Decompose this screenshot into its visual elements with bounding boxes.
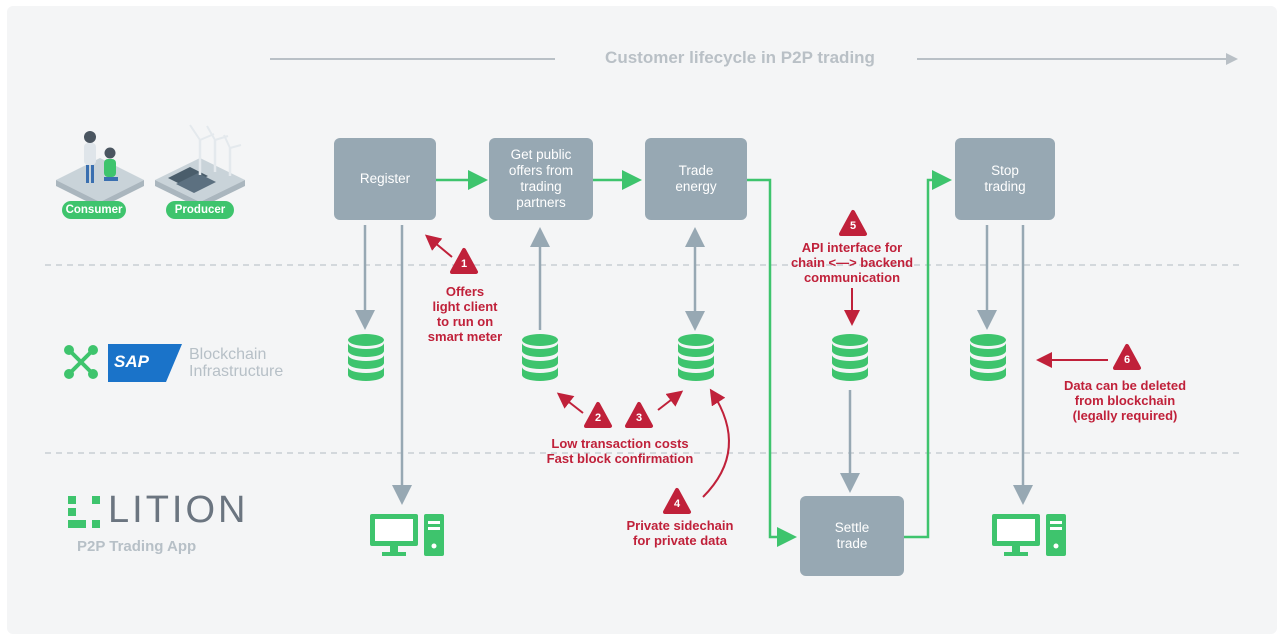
computer-app-icon — [992, 514, 1066, 556]
blockchain-lane-label: Blockchain Infrastructure — [189, 346, 284, 380]
blockchain-database-icon — [970, 334, 1006, 381]
badge-6-number: 6 — [1123, 354, 1131, 366]
annotation-5-text: API interface for chain <—> backend comm… — [790, 240, 914, 285]
step-register: Register — [334, 138, 436, 220]
producer-illustration-icon — [155, 124, 245, 208]
sap-logo-text: SAP — [114, 352, 149, 371]
step-trade-energy: Trade energy — [645, 138, 747, 220]
timeline-arrowhead — [1226, 53, 1238, 65]
badge-5-number: 5 — [849, 220, 857, 232]
consumer-label: Consumer — [62, 201, 126, 219]
blockchain-database-icon — [832, 334, 868, 381]
annotation-4-text: Private sidechain for private data — [626, 518, 734, 548]
diagram-title: Customer lifecycle in P2P trading — [605, 48, 875, 67]
warning-badge-4-icon — [663, 488, 691, 514]
lition-logo-icon — [68, 496, 100, 528]
app-lane-label: P2P Trading App — [77, 538, 197, 555]
flow-settle-to-stop — [904, 170, 952, 539]
annotation-1-text: Offers light client to run on smart mete… — [427, 284, 503, 344]
annotation-2-arrow — [556, 392, 584, 414]
blockchain-database-icon — [522, 334, 558, 381]
lition-brand: LITION — [108, 489, 249, 531]
annotation-4-arrow — [702, 388, 730, 498]
warning-badge-2-icon — [584, 402, 612, 428]
badge-4-number: 4 — [673, 498, 681, 510]
blockchain-database-icon — [348, 334, 384, 381]
blockchain-database-icon — [678, 334, 714, 381]
warning-badge-6-icon — [1113, 344, 1141, 370]
annotation-1-arrow — [424, 234, 453, 258]
badge-2-number: 2 — [594, 412, 602, 424]
annotation-6-text: Data can be deleted from blockchain (leg… — [1063, 378, 1187, 423]
badge-1-number: 1 — [460, 258, 468, 270]
warning-badge-5-icon — [839, 210, 867, 236]
step-settle-trade: Settle trade — [800, 496, 904, 576]
flow-trade-to-settle — [747, 178, 797, 547]
annotation-3-arrow — [657, 390, 684, 411]
producer-label: Producer — [166, 201, 234, 219]
step-stop-trading: Stop trading — [955, 138, 1055, 220]
badge-3-number: 3 — [635, 412, 643, 424]
blockchain-partner-logo-icon — [64, 345, 98, 379]
computer-app-icon — [370, 514, 444, 556]
warning-badge-3-icon — [625, 402, 653, 428]
step-get-offers: Get public offers from trading partners — [489, 138, 593, 220]
warning-badge-1-icon — [450, 248, 478, 274]
consumer-illustration-icon — [56, 131, 144, 208]
sap-logo-icon — [108, 344, 182, 382]
annotation-2-3-text: Low transaction costs Fast block confirm… — [546, 436, 694, 466]
